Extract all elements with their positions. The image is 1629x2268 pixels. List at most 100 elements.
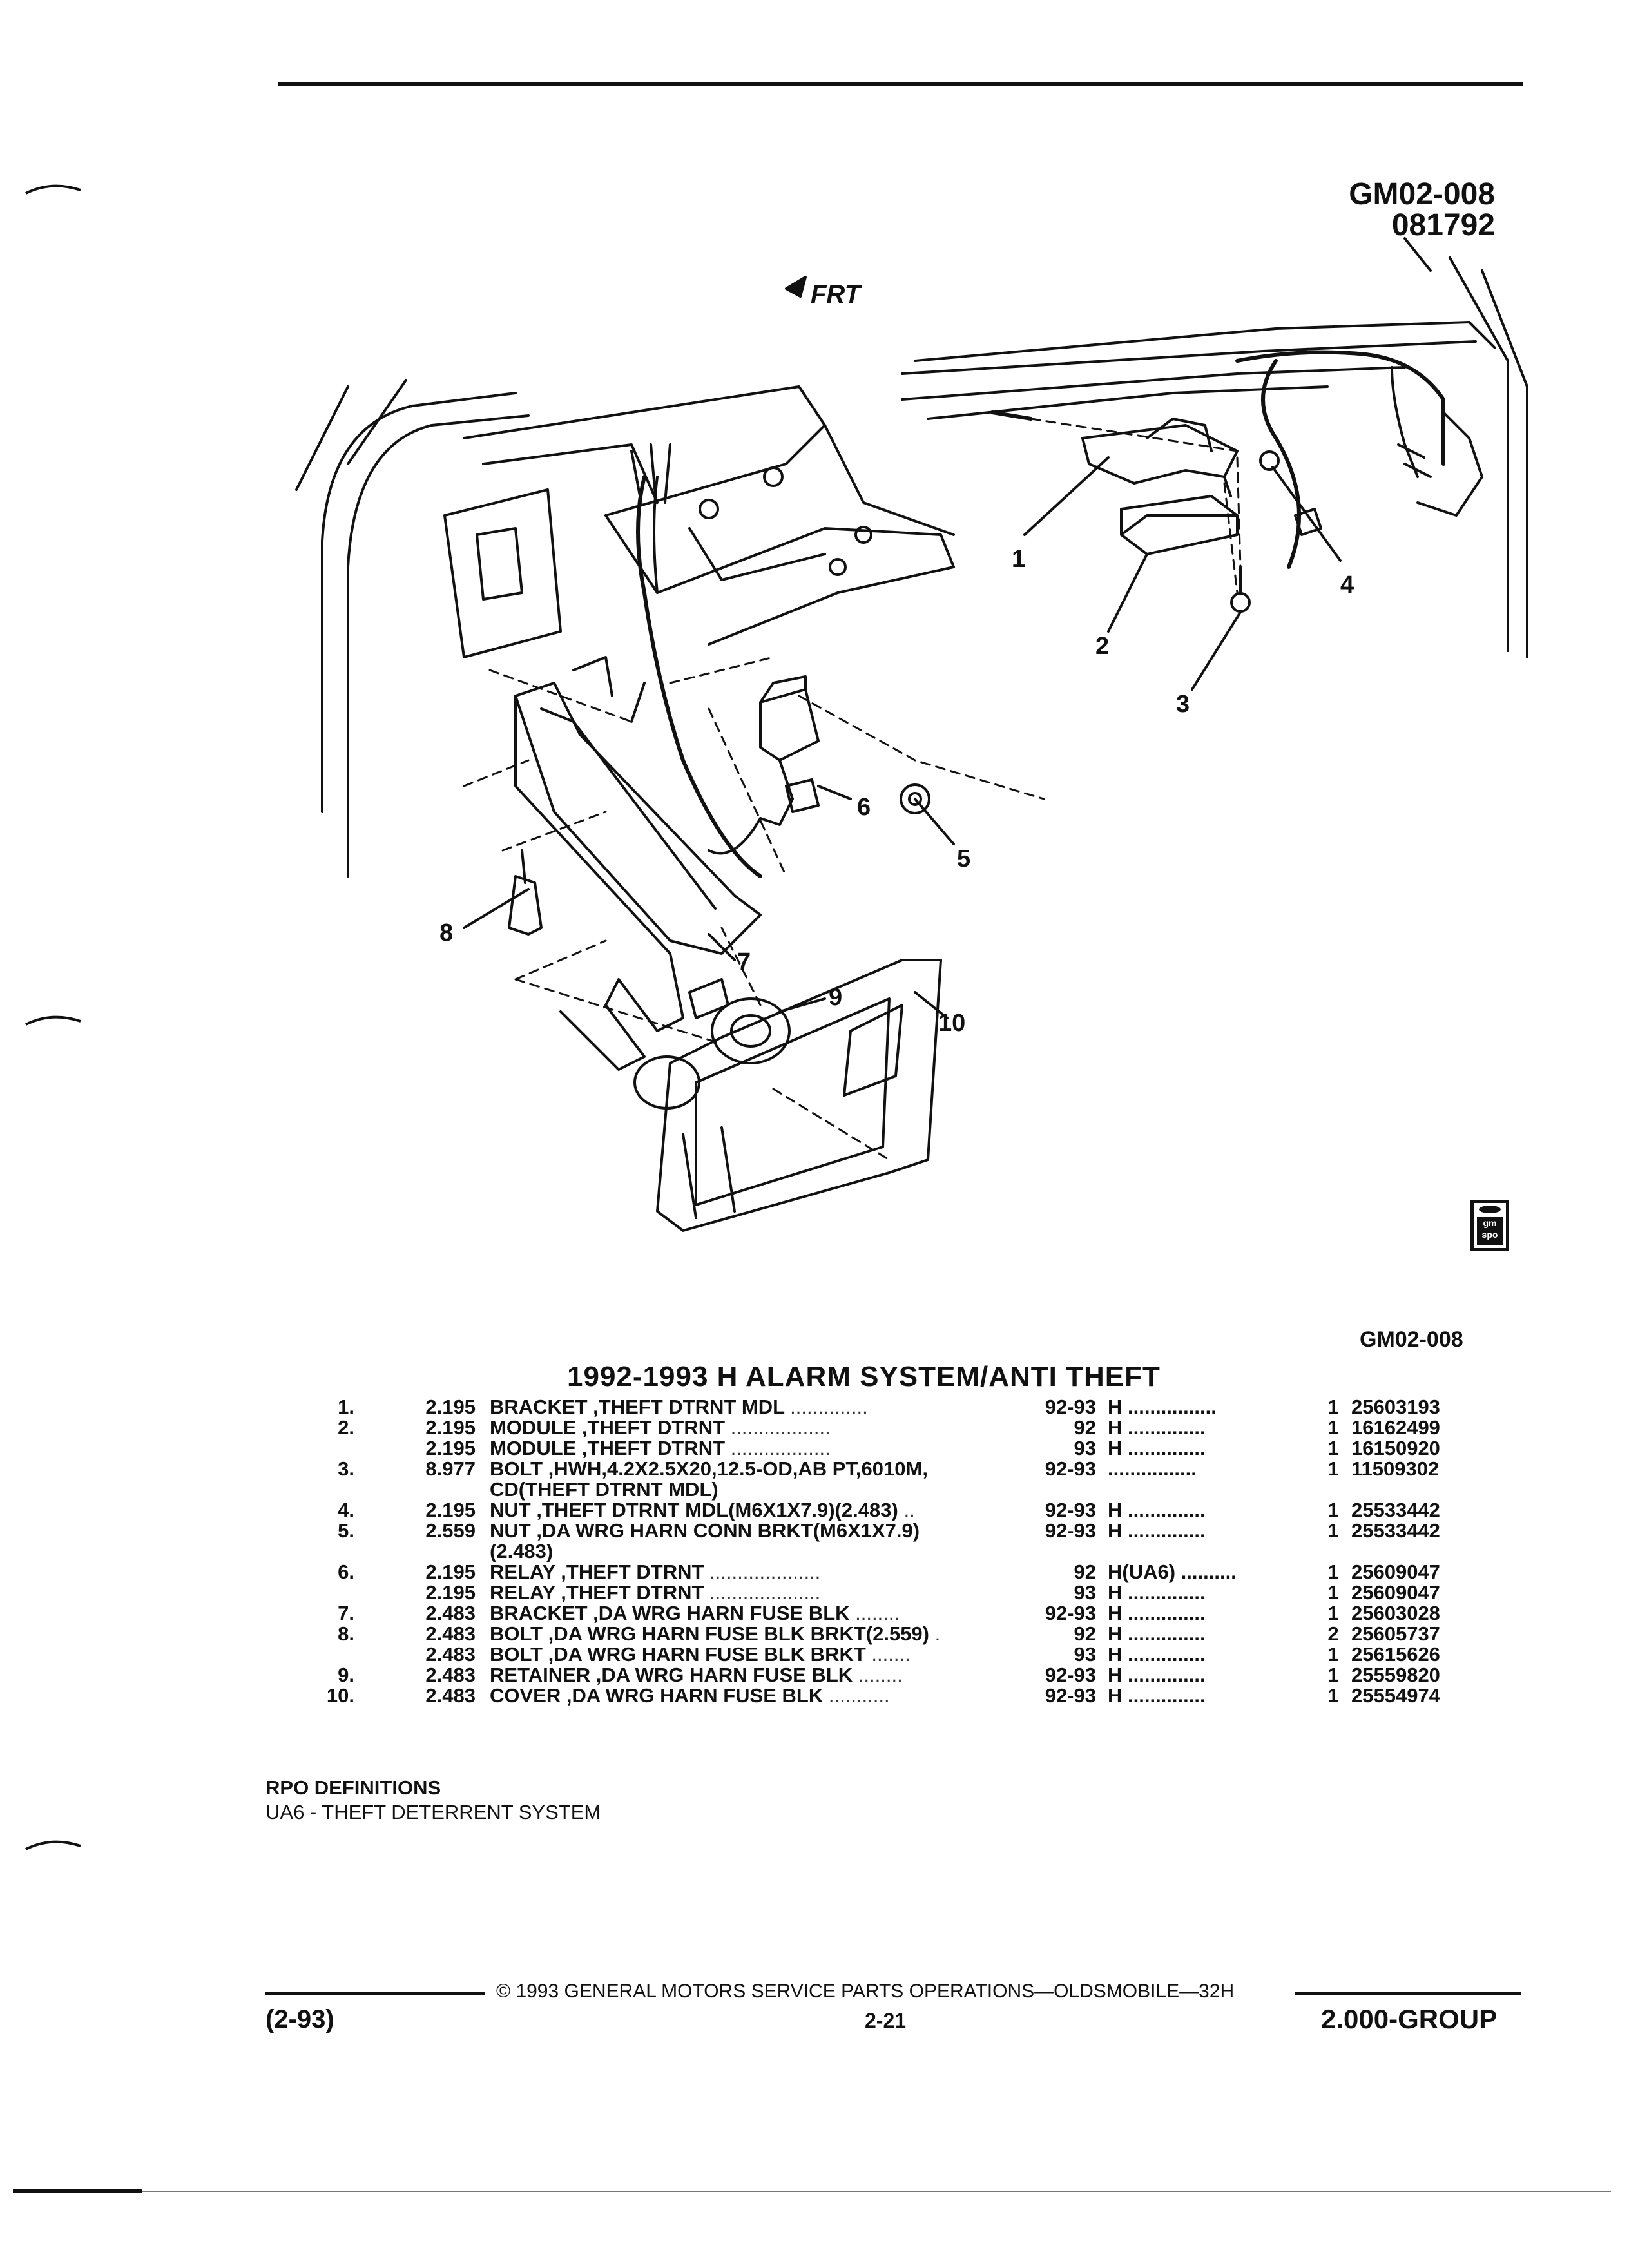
part-model: H ..............: [1108, 1622, 1206, 1645]
figure-id-code: GM02-008: [1349, 177, 1495, 211]
bottom-rule: [13, 2191, 1611, 2192]
part-model: ................: [1108, 1457, 1197, 1480]
part-description-cell: BRACKET ,DA WRG HARN FUSE BLK ........: [490, 1603, 1041, 1624]
part-years: 92-93: [1045, 1499, 1096, 1521]
part-part-number: [1346, 1541, 1477, 1562]
footer-rule-right: [1295, 1992, 1521, 1995]
figure-id-date: 081792: [1391, 208, 1495, 242]
part-quantity: [1320, 1541, 1346, 1562]
part-group-number: [400, 1479, 490, 1500]
dot-leader: .......: [871, 1643, 911, 1666]
dot-leader: ....................: [709, 1581, 821, 1604]
part-years: [1041, 1479, 1108, 1500]
exploded-parts-diagram: FRT 1 2 3 4 5 6 7 8 9 10: [295, 237, 1528, 1232]
part-part-number: 11509302: [1351, 1457, 1440, 1480]
callout-3: 3: [1176, 691, 1190, 718]
part-item-number: 6.: [338, 1561, 354, 1583]
top-rule: [278, 82, 1523, 86]
callout-8: 8: [439, 919, 453, 947]
part-group-number: 2.195: [425, 1437, 476, 1459]
part-description: MODULE ,THEFT DTRNT: [490, 1437, 726, 1459]
part-description-cell: BOLT ,HWH,4.2X2.5X20,12.5-OD,AB PT,6010M…: [490, 1459, 1041, 1479]
part-years: 92-93: [1045, 1684, 1096, 1707]
part-description-cell: RETAINER ,DA WRG HARN FUSE BLK ........: [490, 1665, 1041, 1686]
footer-page-number: 2-21: [865, 2009, 907, 2032]
part-years: 93: [1074, 1643, 1096, 1666]
dot-leader: ........: [855, 1602, 900, 1624]
logo-text: gm spo: [1477, 1217, 1503, 1245]
part-model: H ..............: [1108, 1602, 1206, 1624]
part-item-number: [284, 1438, 400, 1459]
dot-leader: ........: [858, 1664, 903, 1686]
part-model: H ..............: [1108, 1684, 1206, 1707]
part-description-cell: BOLT ,DA WRG HARN FUSE BLK BRKT(2.559) .: [490, 1624, 1041, 1644]
part-model: H ..............: [1108, 1664, 1206, 1686]
callout-9: 9: [829, 984, 842, 1011]
gm-spo-logo: gm spo: [1470, 1200, 1509, 1251]
margin-marks: [25, 184, 81, 1850]
dot-leader: ..............: [790, 1396, 868, 1418]
part-item-number: 5.: [338, 1519, 354, 1542]
part-group-number: 2.483: [425, 1643, 476, 1666]
part-years: 92-93: [1045, 1519, 1096, 1542]
footer-rule-left: [265, 1992, 485, 1995]
part-years: [1041, 1541, 1108, 1562]
callout-5: 5: [957, 845, 970, 872]
part-model: H ..............: [1108, 1643, 1206, 1666]
part-description: CD(THEFT DTRNT MDL): [490, 1478, 718, 1501]
part-item-number: 3.: [338, 1457, 354, 1480]
part-years: 92-93: [1045, 1602, 1096, 1624]
part-description-cell: COVER ,DA WRG HARN FUSE BLK ...........: [490, 1686, 1041, 1706]
table-row: 2.483 BOLT ,DA WRG HARN FUSE BLK BRKT ...…: [284, 1644, 1477, 1665]
part-model: H ..............: [1108, 1581, 1206, 1604]
part-description: BRACKET ,DA WRG HARN FUSE BLK: [490, 1602, 850, 1624]
part-quantity: 1: [1327, 1519, 1339, 1542]
part-item-number: [284, 1541, 400, 1562]
rpo-item: UA6 - THEFT DETERRENT SYSTEM: [265, 1801, 601, 1823]
part-years: 93: [1074, 1581, 1096, 1604]
part-quantity: 1: [1327, 1499, 1339, 1521]
part-part-number: 25533442: [1351, 1499, 1440, 1521]
callout-7: 7: [737, 948, 751, 975]
callout-6: 6: [857, 794, 871, 821]
part-group-number: 2.483: [425, 1684, 476, 1707]
figure-id-top: GM02-008 081792: [1224, 179, 1495, 241]
part-item-number: 2.: [338, 1416, 354, 1439]
footer-group: 2.000-GROUP: [1321, 2004, 1498, 2034]
part-description-cell: BOLT ,DA WRG HARN FUSE BLK BRKT .......: [490, 1644, 1041, 1665]
dot-leader: ....................: [709, 1561, 821, 1583]
part-years: 92-93: [1045, 1457, 1096, 1480]
part-model: H ..............: [1108, 1519, 1206, 1542]
front-label: FRT: [811, 280, 863, 309]
part-item-number: 8.: [338, 1622, 354, 1645]
table-row: (2.483): [284, 1541, 1477, 1562]
callout-2: 2: [1095, 633, 1109, 660]
part-group-number: 8.977: [425, 1457, 476, 1480]
part-part-number: 25554974: [1351, 1684, 1440, 1707]
part-model: [1108, 1479, 1320, 1500]
figure-id-bottom: GM02-008: [1360, 1327, 1463, 1352]
part-quantity: 2: [1327, 1622, 1339, 1645]
part-quantity: 1: [1327, 1581, 1339, 1604]
part-years: 92-93: [1045, 1664, 1096, 1686]
part-part-number: [1346, 1479, 1477, 1500]
rpo-definitions: RPO DEFINITIONS UA6 - THEFT DETERRENT SY…: [265, 1776, 601, 1825]
part-part-number: 16162499: [1351, 1416, 1440, 1439]
part-model: H ................: [1108, 1396, 1217, 1418]
table-row: CD(THEFT DTRNT MDL): [284, 1479, 1477, 1500]
part-model: H ..............: [1108, 1499, 1206, 1521]
part-group-number: 2.195: [425, 1581, 476, 1604]
part-group-number: 2.195: [425, 1561, 476, 1583]
part-part-number: 25559820: [1351, 1664, 1440, 1686]
part-model: [1108, 1541, 1320, 1562]
dot-leader: .: [934, 1622, 941, 1645]
part-model: H(UA6) ..........: [1108, 1561, 1237, 1583]
part-item-number: [284, 1479, 400, 1500]
part-description-cell: MODULE ,THEFT DTRNT ..................: [490, 1418, 1041, 1438]
part-part-number: 25533442: [1351, 1519, 1440, 1542]
